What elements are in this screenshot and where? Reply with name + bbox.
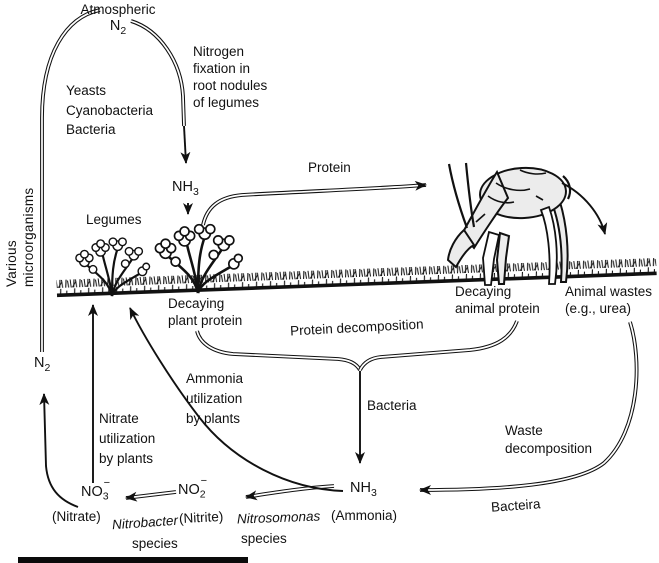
nh3-top-formula: NH3 bbox=[172, 179, 199, 198]
waste-decomposition-label: Waste decomposition bbox=[505, 423, 593, 456]
nitrosomonas-species-label: species bbox=[241, 531, 287, 546]
flow-arrows bbox=[39, 8, 639, 508]
nitrosomonas-label: Nitrosomonas bbox=[236, 508, 321, 527]
nh3-bottom-formula: NH3 bbox=[350, 480, 377, 499]
deer-figure bbox=[446, 162, 572, 286]
nitrite-paren-label: (Nitrite) bbox=[178, 508, 224, 527]
ammonia-paren-label: (Ammonia) bbox=[331, 508, 398, 523]
nitrate-utilization-label: Nitrate utilization by plants bbox=[99, 411, 156, 466]
legume-bush-left bbox=[75, 237, 151, 297]
nitrate-paren-label: (Nitrate) bbox=[52, 509, 101, 524]
decaying-animal-protein-label: Decaying animal protein bbox=[455, 284, 540, 316]
decaying-plant-protein-label: Decaying plant protein bbox=[168, 296, 243, 328]
n2-top-formula: N2 bbox=[109, 18, 127, 37]
legume-bush-right bbox=[154, 223, 244, 294]
animal-wastes-label: Animal wastes (e.g., urea) bbox=[565, 284, 653, 316]
no3-formula: NO3− bbox=[81, 477, 111, 503]
fixing-organisms-label: Yeasts Cyanobacteria Bacteria bbox=[66, 83, 154, 137]
scan-artifact-bar bbox=[18, 557, 248, 563]
protein-label: Protein bbox=[308, 160, 351, 175]
legumes-label: Legumes bbox=[86, 212, 142, 227]
n2-left-formula: N2 bbox=[34, 355, 51, 374]
various-microorganisms-label: Various microorganisms bbox=[4, 187, 36, 287]
bacteira-label: Bacteira bbox=[490, 496, 541, 515]
ground bbox=[56, 258, 657, 298]
nitrogen-fixation-label: Nitrogen fixation in root nodules of leg… bbox=[193, 44, 268, 110]
atmospheric-text: Atmospheric bbox=[80, 2, 156, 17]
atmospheric-n2-label: Atmospheric N2 bbox=[70, 1, 166, 40]
ammonia-utilization-label: Ammonia utilization by plants bbox=[186, 371, 244, 426]
no2-formula: NO2− bbox=[178, 475, 208, 501]
bacteria-label: Bacteria bbox=[367, 398, 417, 413]
nitrobacter-species-label: species bbox=[132, 536, 178, 551]
